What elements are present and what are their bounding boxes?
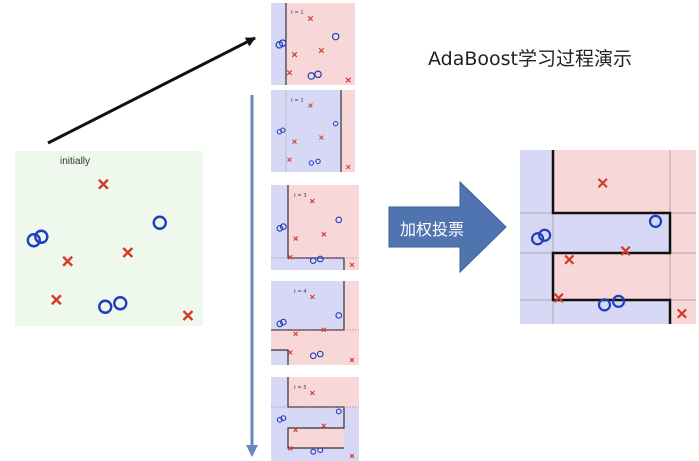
negative-sample-marker xyxy=(345,164,351,170)
negative-sample-marker xyxy=(597,178,608,189)
positive-sample-marker xyxy=(309,352,317,360)
positive-sample-marker xyxy=(310,448,317,455)
negative-sample-marker xyxy=(318,47,325,54)
combine-arrow xyxy=(388,180,507,274)
round-label-5: t = 5 xyxy=(294,385,307,391)
positive-sample-marker xyxy=(316,255,324,263)
negative-sample-marker xyxy=(321,423,327,429)
negative-sample-marker xyxy=(676,308,687,319)
positive-sample-marker xyxy=(278,39,287,47)
positive-sample-marker xyxy=(316,350,324,358)
positive-sample-marker xyxy=(530,232,545,246)
positive-sample-marker xyxy=(276,225,284,232)
negative-sample-marker xyxy=(62,255,73,267)
negative-sample-marker xyxy=(292,139,297,145)
negative-sample-marker xyxy=(293,236,299,241)
positive-sample-marker xyxy=(315,158,321,165)
positive-sample-marker xyxy=(314,70,322,79)
positive-sample-marker xyxy=(331,32,340,41)
negative-sample-marker xyxy=(349,357,355,363)
negative-sample-marker xyxy=(307,15,314,22)
negative-sample-marker xyxy=(182,310,194,321)
positive-sample-marker xyxy=(335,408,342,415)
negative-sample-marker xyxy=(319,135,324,140)
negative-sample-marker xyxy=(291,51,298,58)
negative-sample-marker xyxy=(293,331,299,337)
negative-sample-marker xyxy=(98,178,109,190)
negative-sample-marker xyxy=(321,231,327,237)
round-panel-3 xyxy=(271,185,359,270)
negative-sample-marker xyxy=(287,350,293,355)
positive-sample-marker xyxy=(26,233,41,248)
positive-sample-marker xyxy=(98,299,113,314)
negative-sample-marker xyxy=(293,427,299,433)
positive-sample-marker xyxy=(538,228,552,242)
positive-sample-marker xyxy=(152,215,167,230)
positive-sample-marker xyxy=(279,318,287,326)
negative-sample-marker xyxy=(308,103,313,108)
negative-sample-marker xyxy=(553,292,564,303)
positive-sample-marker xyxy=(280,127,286,133)
negative-sample-marker xyxy=(309,390,315,396)
negative-sample-marker xyxy=(321,327,327,333)
round-label-2: t = 2 xyxy=(291,98,304,104)
positive-sample-marker xyxy=(308,160,315,166)
negative-sample-marker xyxy=(287,157,292,163)
negative-sample-marker xyxy=(349,262,355,268)
round-label-1: t = 1 xyxy=(291,10,304,16)
negative-sample-marker xyxy=(51,294,62,306)
negative-sample-marker xyxy=(349,453,355,459)
positive-sample-marker xyxy=(317,447,324,454)
initial-panel-label: initially xyxy=(60,156,91,167)
progress-arrow xyxy=(47,36,256,145)
positive-sample-marker xyxy=(309,257,317,265)
positive-sample-marker xyxy=(611,294,626,308)
positive-sample-marker xyxy=(276,320,284,328)
positive-sample-marker xyxy=(335,312,343,319)
positive-sample-marker xyxy=(113,296,128,311)
negative-sample-marker xyxy=(309,294,315,300)
combine-arrow-label: 加权投票 xyxy=(400,220,465,239)
round-label-4: t = 4 xyxy=(294,289,307,295)
negative-sample-marker xyxy=(309,198,315,204)
round-label-3: t = 3 xyxy=(294,193,307,199)
negative-sample-marker xyxy=(345,77,352,83)
positive-sample-marker xyxy=(34,229,49,244)
positive-sample-marker xyxy=(280,415,287,422)
positive-sample-marker xyxy=(648,214,663,228)
negative-sample-marker xyxy=(620,245,631,256)
negative-sample-marker xyxy=(287,254,293,260)
positive-sample-marker xyxy=(279,223,287,230)
negative-sample-marker xyxy=(564,254,575,265)
negative-sample-marker xyxy=(286,69,293,76)
negative-sample-marker xyxy=(122,247,134,258)
negative-sample-marker xyxy=(287,446,293,451)
positive-sample-marker xyxy=(597,298,612,312)
positive-sample-marker xyxy=(335,216,343,224)
page-title: AdaBoost学习过程演示 xyxy=(428,48,632,70)
positive-sample-marker xyxy=(307,72,316,80)
round-panel-4 xyxy=(271,281,359,365)
positive-sample-marker xyxy=(332,120,339,127)
